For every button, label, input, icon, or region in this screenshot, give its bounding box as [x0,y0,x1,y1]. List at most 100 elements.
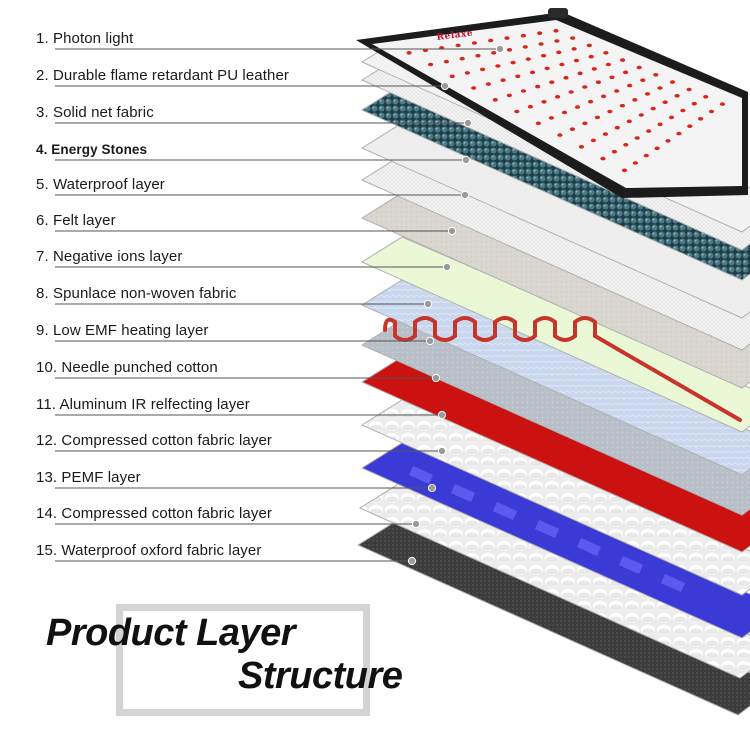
led-light [506,93,512,98]
led-light [708,109,715,114]
led-light [573,58,580,63]
led-light [620,58,626,62]
led-light [571,47,577,51]
led-light [665,139,671,143]
led-light [570,36,576,40]
layer-label-7: 7. Negative ions layer [36,248,183,265]
title-line-2: Structure [238,655,403,697]
led-light [574,105,581,109]
led-light [475,53,481,58]
leader-dot-8 [423,299,433,309]
pemf-pad [450,483,476,503]
led-light [548,116,555,120]
leader-lines [55,44,505,566]
led-light [471,86,477,90]
led-light [627,83,633,88]
led-light [602,132,609,136]
led-light [578,145,585,149]
leader-dot-9 [425,336,435,346]
led-light [662,100,668,104]
leader-dot-13 [427,483,437,493]
layer-label-8: 8. Spunlace non-woven fabric [36,285,237,302]
pemf-pad [408,465,434,485]
led-light [623,143,629,147]
layer-label-13: 13. PEMF layer [36,469,141,486]
spunlace-sheet [360,279,750,476]
led-light [623,70,629,75]
led-light [668,115,675,120]
pemf-pad [534,519,560,539]
led-light [443,59,449,64]
led-light [529,70,536,75]
led-light [488,38,494,43]
stone-sheet-top [360,122,750,319]
led-light [406,51,412,55]
title-line-1: Product Layer [46,612,296,654]
leader-dot-15 [407,556,417,566]
led-light [554,39,560,43]
led-light [480,67,486,72]
led-light [514,109,520,114]
led-light [506,48,513,52]
layer-label-14: 14. Compressed cotton fabric layer [36,505,273,522]
waterproof-sheet [360,154,750,351]
leader-dot-1 [495,44,505,54]
led-light [609,75,615,80]
led-light [464,71,470,75]
led-light [535,121,541,126]
leader-dot-14 [411,519,421,529]
layer-label-10: 10. Needle punched cotton [36,359,218,376]
led-light [590,138,597,143]
pemf-pad [618,555,644,575]
cotton-sheet-14 [358,482,750,679]
layer-label-6: 6. Felt layer [36,212,116,229]
felt-sheet [360,192,750,389]
layer-label-2: 2. Durable flame retardant PU leather [36,67,289,84]
led-light [674,94,680,98]
title-frame [116,604,370,716]
leader-dot-4 [461,155,471,165]
led-light [626,119,632,124]
leader-dot-7 [442,262,452,272]
led-light [555,95,561,99]
led-light [638,113,644,117]
led-light [687,124,693,128]
led-light [680,108,686,113]
heating-wire [383,316,742,422]
layer-label-9: 9. Low EMF heating layer [36,322,209,339]
leader-dot-2 [440,81,450,91]
led-light [588,54,594,59]
layer-label-11: 11. Aluminum IR relfecting layer [36,396,250,413]
led-light [586,43,592,48]
led-light [537,31,543,35]
led-light [577,71,583,76]
led-light [527,104,534,109]
led-light [522,45,528,49]
led-light [541,53,547,58]
led-light [614,125,620,130]
leader-dot-10 [431,373,441,383]
photon-light-panel [372,20,742,188]
led-light [595,80,602,84]
led-light [492,98,498,102]
led-light [691,101,697,106]
hanging-tab [548,8,568,18]
led-light [582,121,588,126]
led-light [703,95,709,99]
led-light [643,153,649,158]
led-light [591,67,597,71]
led-light [686,87,692,92]
led-light [549,80,555,84]
led-light [719,102,726,106]
led-light [449,74,455,79]
led-light [654,146,660,151]
led-light [657,86,663,90]
led-light [459,56,465,61]
layer-label-15: 15. Waterproof oxford fabric layer [36,542,262,559]
leader-dot-12 [437,446,447,456]
led-light [471,41,477,45]
led-light [636,65,642,70]
led-light [428,62,434,67]
led-light [559,62,565,67]
leader-dot-6 [447,226,457,236]
